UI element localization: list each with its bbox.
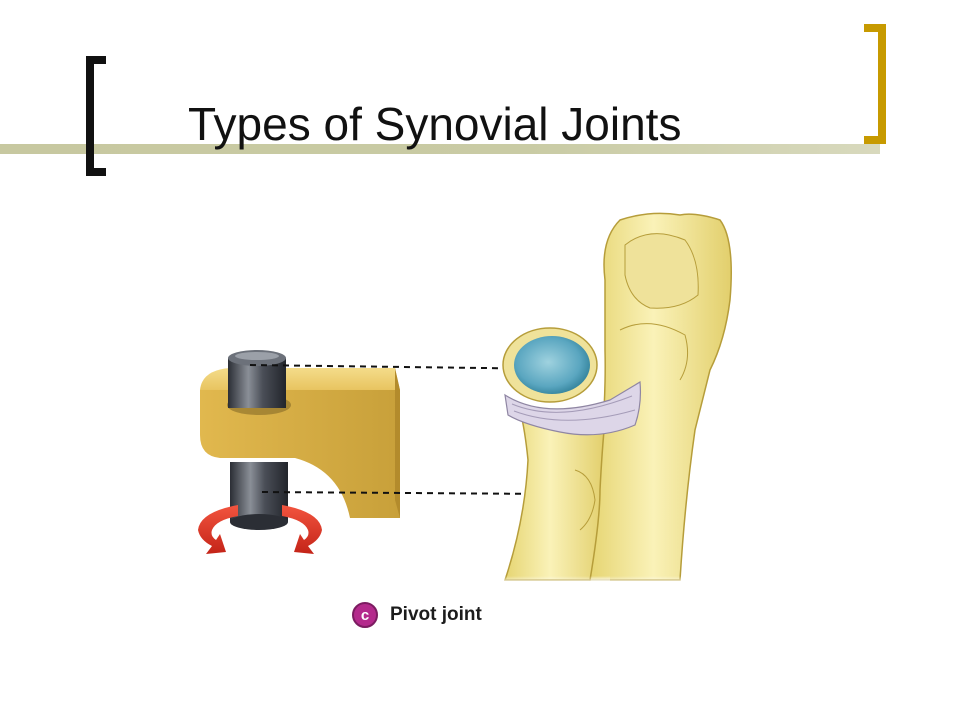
figure-caption: c Pivot joint: [352, 600, 482, 630]
pivot-joint-diagram: [198, 212, 740, 585]
caption-text: Pivot joint: [390, 604, 482, 625]
curved-arrow-icon: [198, 505, 322, 554]
title-rule: [0, 144, 880, 154]
left-bracket-decoration: [86, 56, 106, 176]
slide-title: Types of Synovial Joints: [188, 98, 682, 150]
annular-ligament: [504, 380, 642, 436]
radial-head-cartilage: [502, 327, 598, 403]
model-upper-peg: [228, 350, 286, 408]
panel-letter-badge: c: [352, 602, 378, 628]
radius-bone: [500, 409, 610, 585]
ulna-bone: [580, 212, 740, 585]
model-lower-peg: [230, 462, 288, 530]
right-bracket-decoration: [864, 24, 886, 144]
